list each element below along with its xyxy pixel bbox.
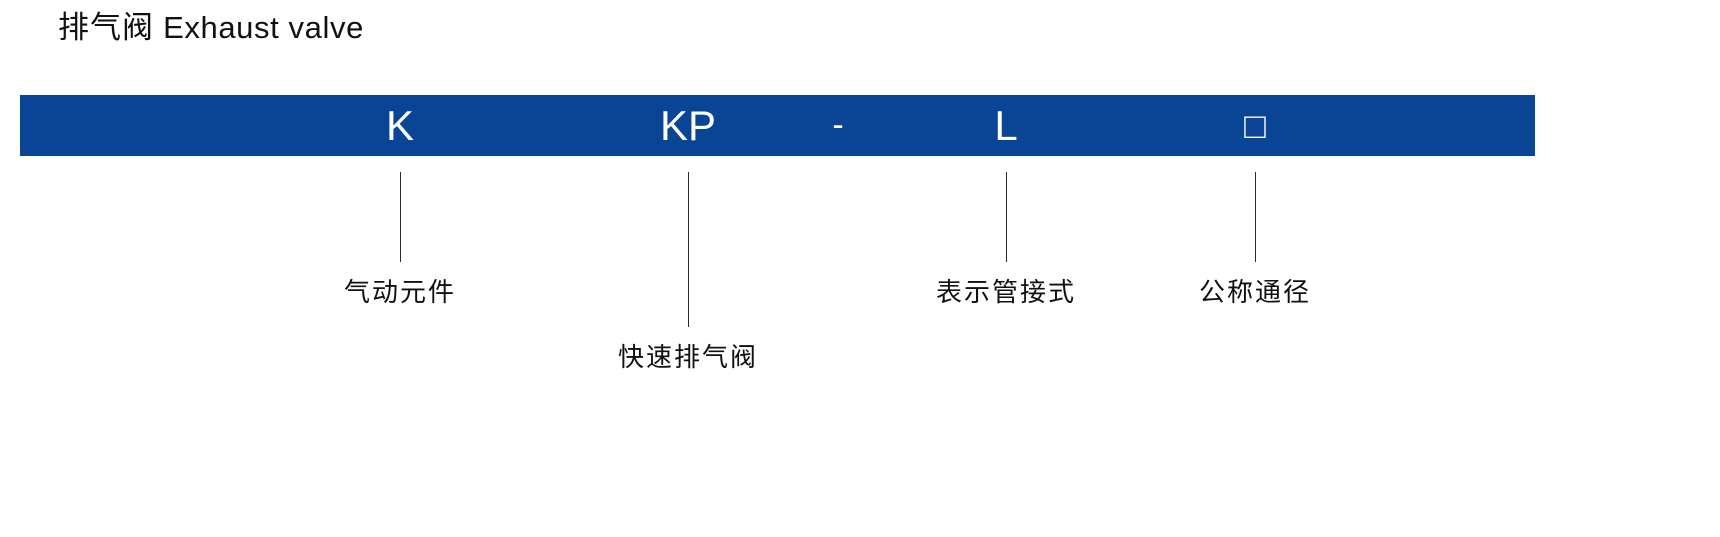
code-segment-kp: KP (659, 102, 717, 149)
callout-label-k: 气动元件 (343, 277, 457, 307)
code-segment-l: L (994, 102, 1018, 149)
empty-square-placeholder-icon: □ (1244, 105, 1266, 146)
page-title: 排气阀 Exhaust valve (58, 8, 364, 48)
hyphen-separator-icon: - (832, 106, 844, 144)
page-title-latin: Exhaust valve (163, 10, 364, 45)
leader-line-box (1255, 172, 1256, 262)
page-title-cjk: 排气阀 (58, 10, 154, 45)
leader-line-k (400, 172, 401, 262)
model-code-bar: K KP - L □ (20, 95, 1535, 156)
callout-label-l: 表示管接式 (935, 277, 1077, 307)
callout-label-box: 公称通径 (1198, 277, 1312, 307)
leader-line-l (1006, 172, 1007, 262)
code-segment-k: K (385, 102, 415, 149)
leader-line-kp (688, 172, 689, 327)
callout-label-kp: 快速排气阀 (617, 342, 759, 372)
